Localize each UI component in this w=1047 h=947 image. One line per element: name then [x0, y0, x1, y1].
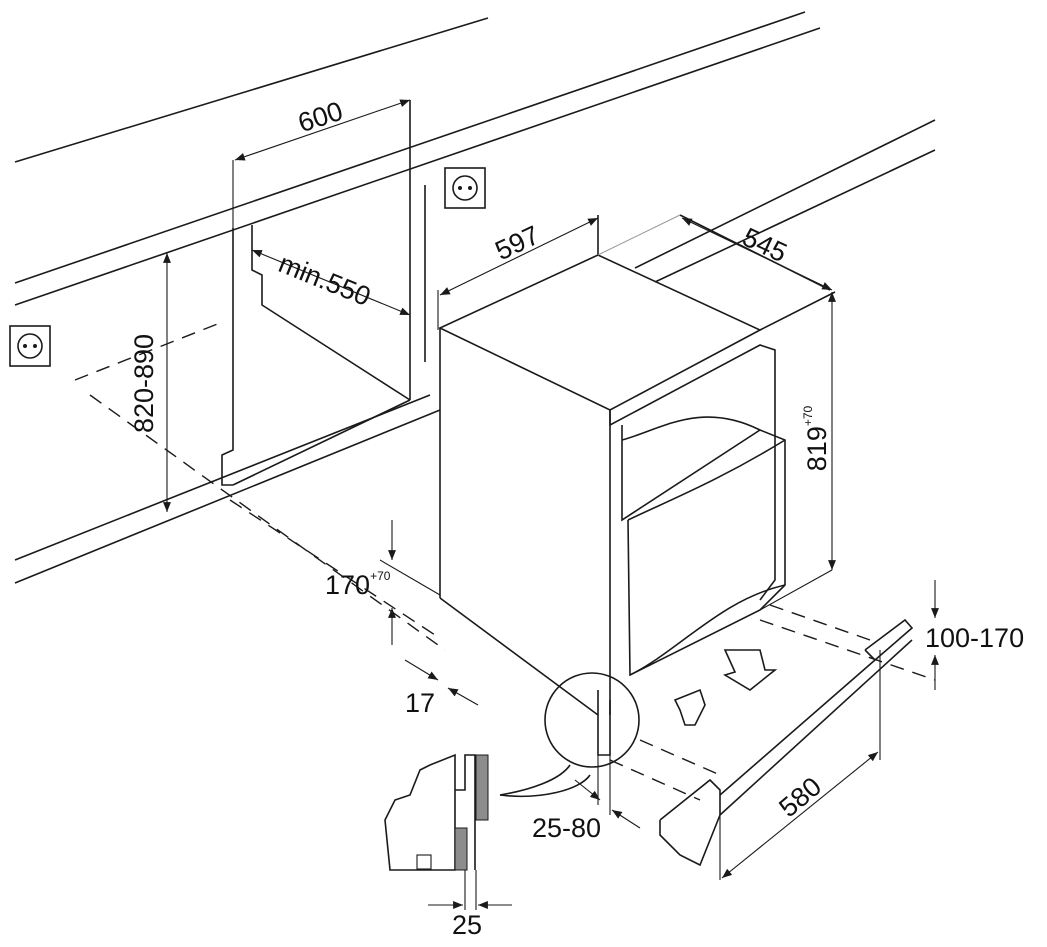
airflow-arrow-icon: [673, 649, 778, 726]
dim-vent-height: 100-170: [925, 623, 1025, 653]
dim-plinth-height-value: 170: [325, 570, 371, 600]
dim-panel-thickness: 25: [452, 910, 483, 940]
dimension-lines: [163, 99, 939, 909]
dim-appliance-height-value: 819: [802, 426, 833, 472]
dim-door-gap: 25-80: [532, 813, 602, 843]
dim-plinth-setback: 17: [405, 688, 436, 718]
socket-icon: [444, 167, 486, 209]
floor-guides: [74, 322, 936, 801]
refrigerator: [438, 214, 836, 768]
ventilation-grille: [659, 618, 914, 880]
dim-appliance-height: 819+70: [801, 405, 833, 472]
dim-niche-height: 820-890: [129, 333, 160, 434]
socket-icon: [9, 325, 51, 367]
countertop-lines: [14, 11, 936, 584]
dim-plinth-height-tolerance: +70: [370, 569, 391, 583]
dim-plinth-height: 170+70: [325, 569, 391, 600]
dim-appliance-height-tolerance: +70: [801, 405, 816, 427]
detail-inset: [384, 753, 591, 910]
